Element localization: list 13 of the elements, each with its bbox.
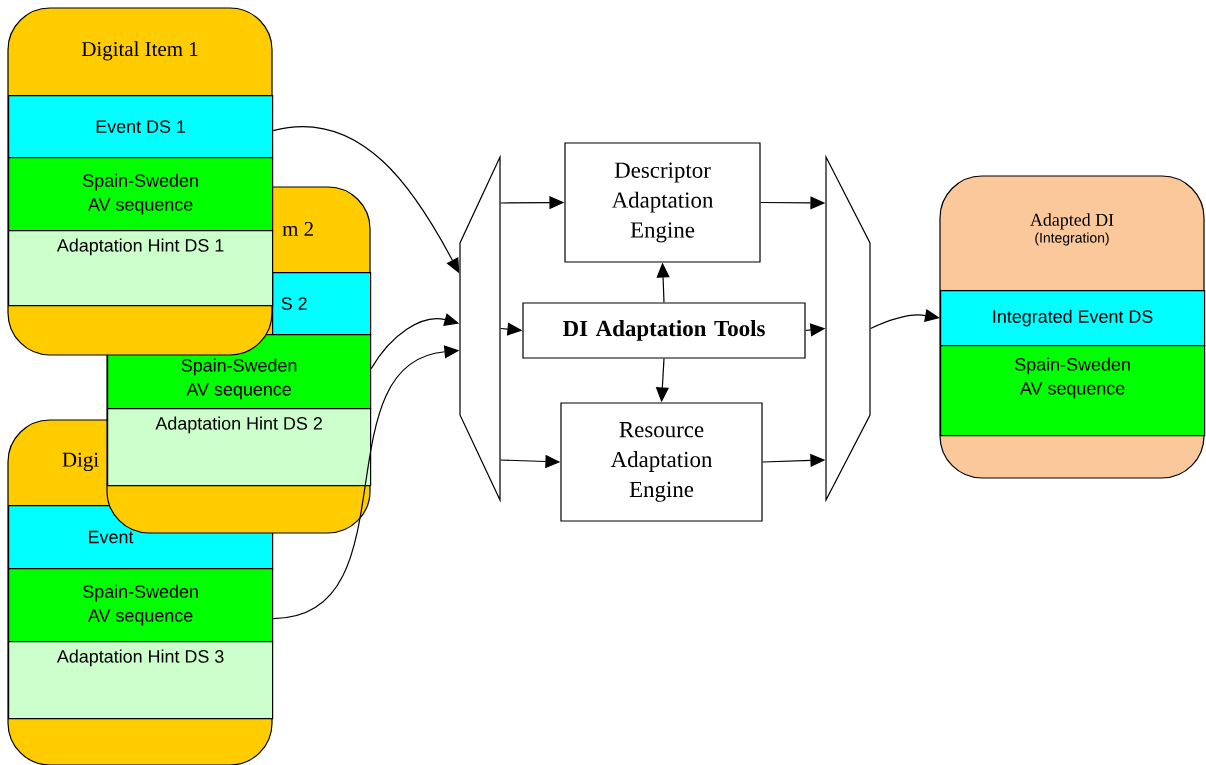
process-box: Descriptor Adaptation Engine <box>564 142 761 263</box>
card-section: Adaptation Hint DS 1 <box>8 230 274 307</box>
card-section: Integrated Event DS <box>940 290 1206 347</box>
card-section: Spain-Sweden AV sequence <box>8 157 274 232</box>
card-section: Spain-Sweden AV sequence <box>940 345 1206 437</box>
arrow <box>870 308 940 330</box>
card-section: Spain-Sweden AV sequence <box>8 568 274 643</box>
process-box: Resource Adaptation Engine <box>560 402 763 522</box>
card-section: Event DS 1 <box>8 95 274 159</box>
card-section: S 2 <box>272 272 372 336</box>
process-box: DI Adaptation Tools <box>522 302 806 359</box>
card-section: Adaptation Hint DS 2 <box>107 408 372 487</box>
card-section: Adaptation Hint DS 3 <box>8 641 274 720</box>
